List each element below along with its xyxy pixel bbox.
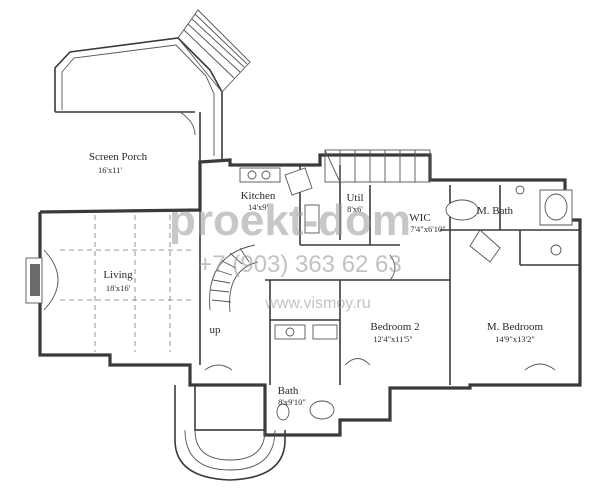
door-swings	[179, 111, 556, 371]
bath-label: Bath	[278, 385, 299, 397]
wic-label: WIC	[409, 212, 430, 224]
screen-porch-walls	[54, 37, 223, 163]
bedroom2-label: Bedroom 2	[370, 321, 419, 333]
hall-bath-fixtures	[274, 324, 338, 421]
watermark-brand: proekt-dom	[169, 196, 411, 245]
master-bath-label: M. Bath	[477, 205, 514, 217]
fireplace	[25, 249, 59, 311]
kitchen-dims: 14'x9'	[248, 202, 269, 212]
utility-label: Util	[346, 192, 363, 204]
watermark-site: www.vismoy.ru	[264, 295, 371, 312]
master-bath-fixtures	[445, 185, 573, 263]
bath-dims: 8'x9'10"	[278, 397, 306, 407]
living-dims: 18'x16'	[106, 283, 131, 293]
kitchen-fixtures	[239, 167, 320, 234]
screen-porch-dims: 16'x11'	[98, 165, 122, 175]
kitchen-label: Kitchen	[241, 190, 276, 202]
bedroom2-dims: 12'4"x11'5"	[373, 334, 412, 344]
curved-stair	[209, 244, 259, 313]
screen-porch-label: Screen Porch	[89, 151, 148, 163]
stair-up-label: up	[210, 324, 222, 336]
living-dashed-grid	[60, 215, 195, 352]
exterior-walls	[38, 153, 582, 437]
master-bedroom-label: M. Bedroom	[487, 321, 544, 333]
front-porch	[174, 384, 286, 481]
master-bedroom-dims: 14'9"x13'2"	[495, 334, 535, 344]
porch-steps	[177, 9, 251, 93]
utility-dims: 8'x6'	[347, 204, 363, 214]
wic-dims: 7'4"x6'10"	[410, 224, 446, 234]
utility-stair	[324, 149, 431, 183]
living-label: Living	[103, 269, 133, 281]
watermark-phone: +7 (903) 363 62 63	[198, 251, 402, 278]
